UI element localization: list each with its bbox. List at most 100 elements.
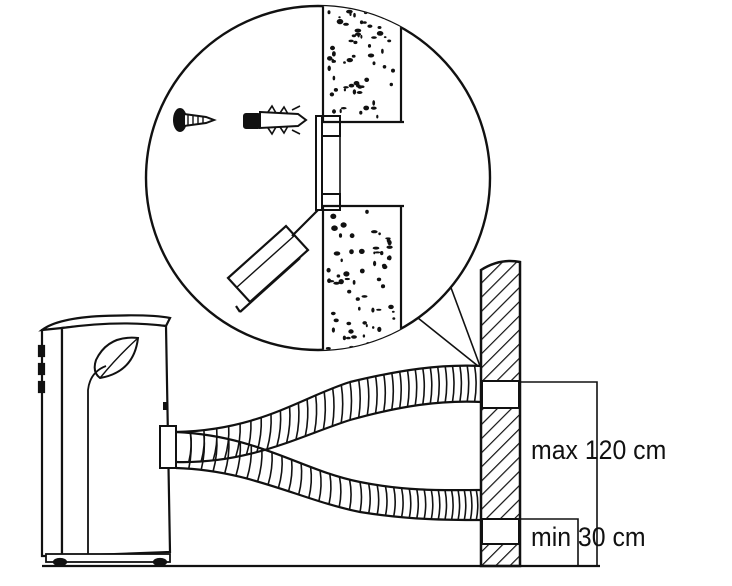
wall-speckle [353,40,358,45]
wall-speckle [362,21,367,24]
wall-speckle [345,336,351,340]
wall-speckle [353,12,356,18]
wall-speckle [374,251,381,254]
wall-speckle [386,245,393,249]
wall-speckle [364,77,370,83]
wall-speckle [344,277,350,281]
wall-mount-detail [144,3,492,357]
wall-speckle [332,75,336,81]
wall-speckle [337,3,342,5]
hose-rib [328,473,332,505]
lower-wall-opening [481,518,520,545]
wall-speckle [367,53,375,58]
wall-speckle [342,335,346,341]
wall-speckle [353,81,360,86]
wall-speckle [359,110,363,115]
wall-speckle [355,297,360,301]
hose-rib [459,365,463,402]
wall-speckle [370,106,377,110]
wall-speckle [390,6,395,7]
wall-speckle [362,321,368,325]
wall-speckle [340,107,347,110]
hose-rib [338,476,342,508]
hose-rib [267,452,273,485]
hose-rib [391,372,395,410]
hose-rib [398,371,402,409]
hose-rib [408,488,412,518]
wall-speckle [329,92,335,97]
hose-rib [276,410,282,447]
wall-speckle [346,321,352,326]
wall-speckle [351,54,356,58]
exhaust-hose [175,364,483,522]
hose-rib [331,388,335,427]
wall-speckle [336,274,341,278]
wall-speckle [331,327,335,333]
hose-rib [359,481,363,513]
hose-rib [422,368,426,405]
wall-speckle [347,289,352,294]
wall-speckle [371,307,375,313]
wall-speckle [332,313,335,316]
hose-rib [400,487,404,518]
max-height-label: max 120 cm [531,435,667,465]
hose-rib [406,370,410,407]
wall-speckle [338,16,341,19]
hose-rib [223,439,230,474]
hose-rib [384,486,388,516]
hose-rib [287,459,293,492]
wall-speckle [376,308,382,311]
hose-rib [308,466,313,499]
wall-speckle [381,349,388,350]
screw-icon [173,108,217,132]
wall-speckle [352,280,356,285]
wall-speckle [383,36,387,39]
hose-rib [348,479,352,510]
hose-rib [200,434,206,470]
wall-speckle [387,255,392,261]
wall-speckle [354,28,362,33]
wall-speckle [363,350,368,355]
wall-speckle [348,83,355,88]
wall-speckle [340,222,347,228]
hose-rib [266,413,272,450]
wall-speckle [333,281,340,285]
hose-rib [463,489,467,521]
wall-speckle [343,271,350,277]
wall-speckle [333,88,338,92]
wall-speckle [372,61,376,66]
hose-rib [374,376,378,414]
wall-speckle [378,232,381,236]
hose-rib [295,402,300,440]
wall-speckle [363,105,370,111]
wall-speckle [338,233,343,238]
wall-speckle [333,318,339,323]
wall-speckle [387,39,392,43]
hose-rib [285,406,291,444]
hose-rib [383,374,387,412]
wall-speckle [371,36,377,39]
wall-speckle [391,68,395,73]
wall-speckle [327,280,335,283]
hose-rib [423,489,427,519]
wall-speckle [352,89,357,95]
wall-speckle [383,12,389,16]
wall-speckle [351,34,357,38]
wall-speckle [348,329,354,334]
hose-rib [366,377,370,416]
hose-rib [451,365,455,403]
wall-speckle [371,230,378,234]
wall-speckle [382,352,388,357]
wall-speckle [385,237,391,240]
wall-speckle [377,326,382,332]
hose-rib [444,489,448,520]
hose-rib [436,366,440,404]
wall-speckle [349,11,352,16]
wall-speckle [380,284,386,289]
hose-rib [318,470,322,502]
hose-rib [469,489,473,521]
wall-speckle [343,22,349,26]
upper-wall-opening [481,380,520,409]
wall-speckle [332,53,335,57]
min-height-label: min 30 cm [531,522,646,552]
